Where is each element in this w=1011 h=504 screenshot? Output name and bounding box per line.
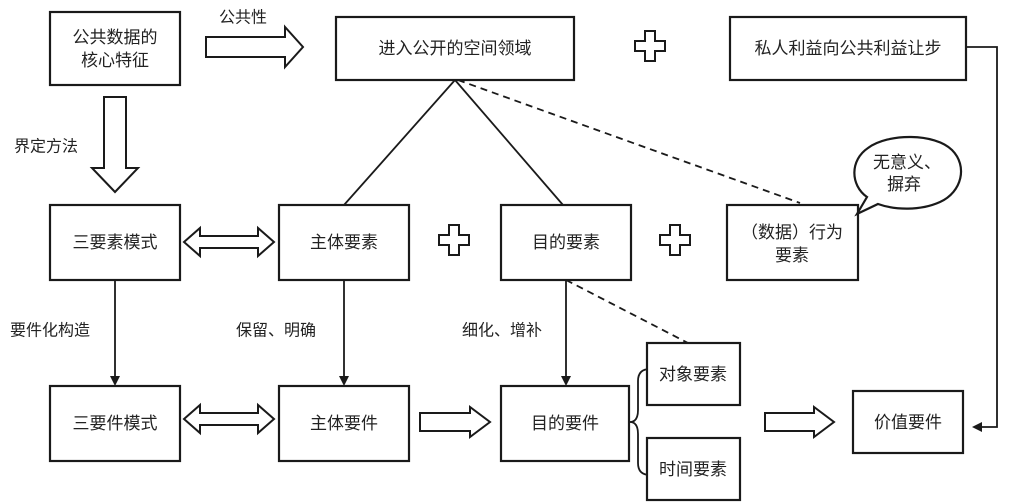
node-subject-requirement: 主体要件 bbox=[277, 384, 411, 463]
plus-icon bbox=[438, 224, 470, 256]
edge-label-retain-clarify: 保留、明确 bbox=[236, 321, 316, 340]
node-purpose-element: 目的要素 bbox=[499, 203, 633, 282]
node-label: 主体要件 bbox=[310, 414, 378, 434]
hollow-right-arrow-icon bbox=[419, 405, 492, 439]
node-label: 核心特征 bbox=[81, 51, 149, 71]
node-value-requirement: 价值要件 bbox=[851, 389, 965, 455]
arrowhead-icon bbox=[561, 376, 571, 386]
node-private-yield: 私人利益向公共利益让步 bbox=[728, 15, 968, 82]
dashed-edge-public-space-to-behavior bbox=[457, 79, 801, 204]
speech-bubble-icon bbox=[853, 135, 962, 217]
node-subject-element: 主体要素 bbox=[277, 203, 411, 282]
hollow-double-arrow-icon bbox=[182, 225, 276, 259]
node-label: 三要件模式 bbox=[73, 414, 158, 434]
arrowhead-icon bbox=[110, 376, 120, 386]
node-core-features: 公共数据的 核心特征 bbox=[48, 10, 182, 87]
node-three-requirement-model: 三要件模式 bbox=[48, 384, 182, 463]
speech-bubble: 无意义、 摒弃 bbox=[853, 135, 962, 217]
node-label: （数据）行为 bbox=[741, 223, 843, 243]
node-label: 三要素模式 bbox=[73, 233, 158, 253]
node-label: 主体要素 bbox=[310, 233, 378, 253]
node-time-element: 时间要素 bbox=[645, 436, 742, 502]
edge-label-refine-supplement: 细化、增补 bbox=[462, 321, 542, 340]
edge-public-space-to-subject bbox=[343, 79, 456, 206]
edge-label-publicness: 公共性 bbox=[219, 8, 267, 27]
node-label: 目的要件 bbox=[531, 414, 599, 434]
node-label: 要素 bbox=[775, 246, 809, 266]
edge-label-definition-method: 界定方法 bbox=[14, 137, 78, 156]
node-label: 时间要素 bbox=[659, 460, 727, 480]
hollow-right-arrow-icon bbox=[764, 405, 836, 439]
node-label: 对象要素 bbox=[659, 365, 727, 385]
node-label: 进入公开的空间领域 bbox=[379, 39, 532, 59]
node-purpose-requirement: 目的要件 bbox=[499, 384, 631, 463]
bubble-text: 摒弃 bbox=[887, 175, 921, 195]
bubble-text: 无意义、 bbox=[873, 153, 941, 173]
edge-public-space-to-purpose bbox=[454, 79, 564, 206]
node-behavior-element: （数据）行为 要素 bbox=[725, 203, 860, 282]
edge-label-requirement-construction: 要件化构造 bbox=[10, 321, 90, 340]
hollow-double-arrow-icon bbox=[182, 402, 276, 436]
node-label: 目的要素 bbox=[532, 233, 600, 253]
hollow-right-arrow-icon bbox=[205, 24, 305, 70]
hollow-down-arrow-icon bbox=[89, 96, 141, 194]
plus-icon bbox=[659, 224, 691, 256]
dashed-edge-purpose-to-object bbox=[565, 279, 689, 344]
node-object-element: 对象要素 bbox=[645, 341, 742, 407]
arrowhead-icon bbox=[339, 376, 349, 386]
edge-private-yield-to-value bbox=[966, 46, 998, 428]
arrowhead-icon bbox=[972, 422, 982, 432]
node-label: 私人利益向公共利益让步 bbox=[755, 39, 942, 59]
node-label: 价值要件 bbox=[874, 413, 942, 433]
plus-icon bbox=[634, 30, 666, 62]
node-three-element-model: 三要素模式 bbox=[48, 203, 182, 282]
node-public-space: 进入公开的空间领域 bbox=[334, 15, 576, 82]
node-label: 公共数据的 bbox=[73, 28, 158, 48]
